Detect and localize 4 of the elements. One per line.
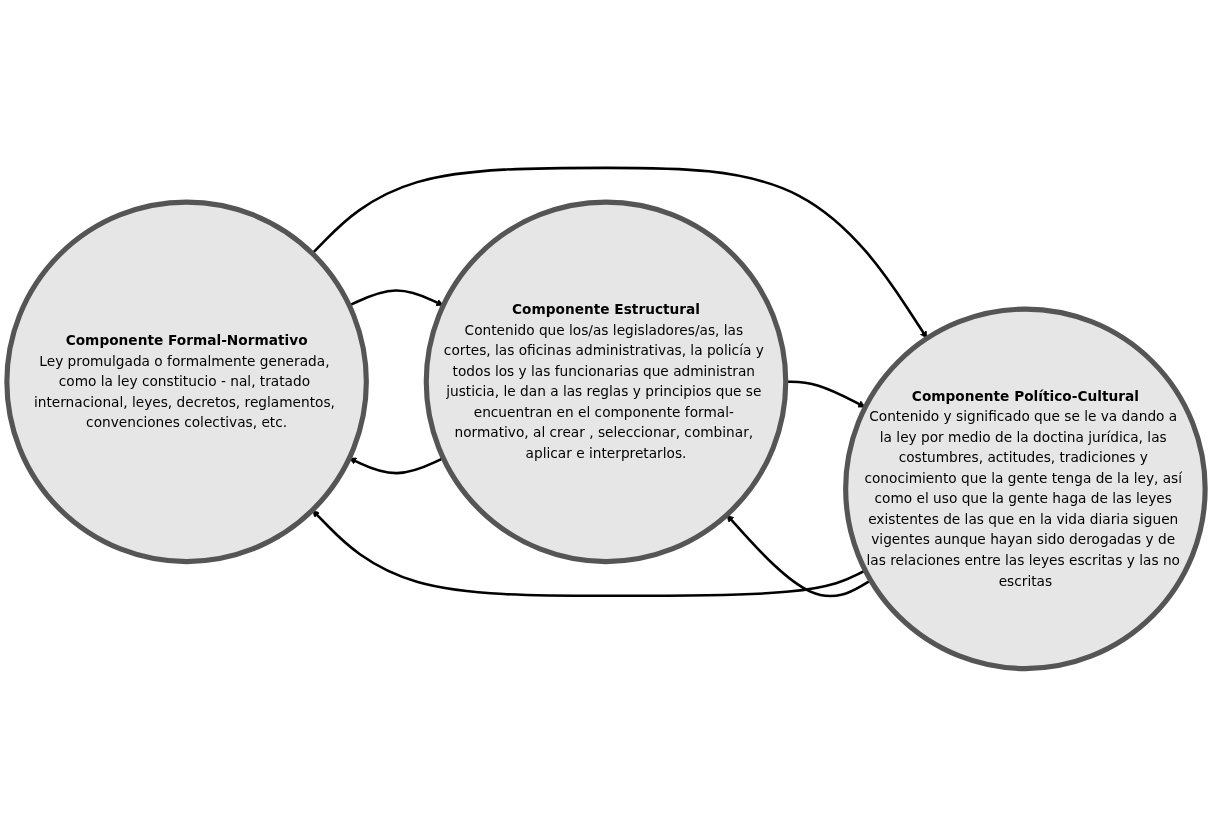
node-circle: Componente Estructural Contenido que los/as legisladores/as, las cortes, las oficinas administrativas, la policía y todos los y las funcionarias que administran justicia, le dan a las reglas y principios que se encuentran en el componente formal- normativo, al crear , seleccionar, combinar, aplicar e interpretarlos. — [423, 199, 789, 565]
node-circle: Componente Formal-Normativo Ley promulgada o formalmente generada, como la ley constitucio - nal, tratado internacional, leyes, decretos, reglamentos, convenciones colectivas, etc. — [4, 199, 369, 565]
node-circle: Componente Político-Cultural Contenido y significado que se le va dando a la ley por medio de la doctina jurídica, las costumbres, actitudes, tradiciones y conocimiento que la gente tenga de la ley, así como el uso que la gente haga de las leyes existentes de las que en la vida diaria siguen vigentes aunque hayan sido derogadas y de las relaciones entre las leyes escritas y las no escritas — [843, 306, 1208, 672]
arrow — [311, 166, 928, 339]
